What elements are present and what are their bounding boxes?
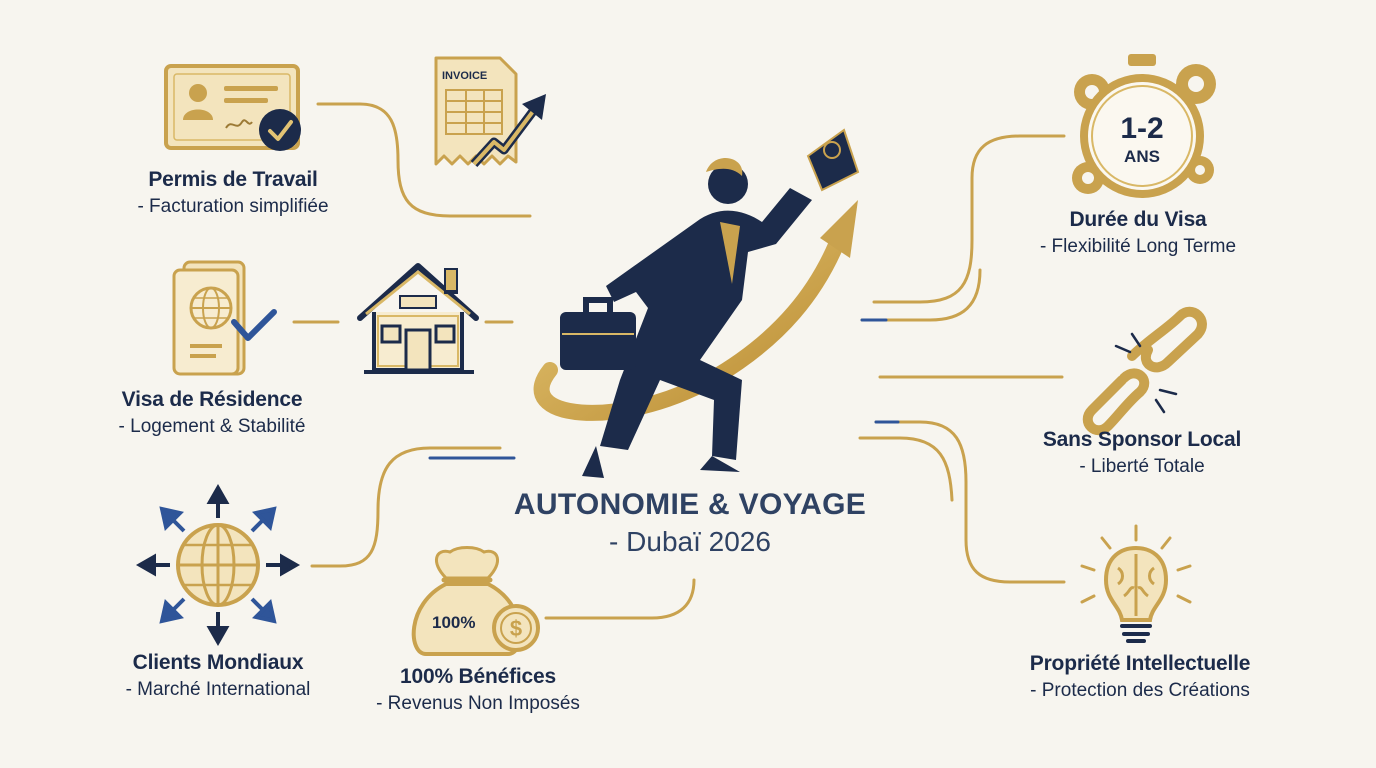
node-no-sponsor-title: Sans Sponsor Local bbox=[1042, 428, 1242, 451]
node-profits-title: 100% Bénéfices bbox=[400, 665, 556, 688]
growth-arrow-icon bbox=[470, 94, 546, 168]
center-node: AUTONOMIE & VOYAGE - Dubaï 2026 bbox=[480, 488, 900, 558]
house-icon bbox=[357, 263, 479, 374]
node-visa-duration-subtitle: - Flexibilité Long Terme bbox=[1039, 236, 1237, 257]
node-visa-duration: Durée du Visa - Flexibilité Long Terme bbox=[1006, 208, 1270, 258]
node-global-clients: Clients Mondiaux - Marché International bbox=[86, 651, 350, 701]
node-residence-visa-subtitle: - Logement & Stabilité bbox=[118, 416, 306, 437]
broken-chain-icon bbox=[1082, 306, 1207, 436]
node-visa-duration-title: Durée du Visa bbox=[1069, 208, 1207, 231]
invoice-icon: INVOICE bbox=[434, 56, 518, 166]
node-profits: 100% Bénéfices - Revenus Non Imposés bbox=[346, 665, 610, 715]
connectors bbox=[292, 102, 1066, 620]
node-global-clients-title: Clients Mondiaux bbox=[132, 651, 304, 674]
invoice-label: INVOICE bbox=[442, 70, 487, 82]
node-intellectual-property-subtitle: - Protection des Créations bbox=[1030, 680, 1250, 701]
node-no-sponsor-subtitle: - Liberté Totale bbox=[1079, 456, 1205, 477]
dollar-coin-icon: $ bbox=[492, 604, 540, 652]
connector-work-permit bbox=[316, 102, 532, 218]
globe-arrows-icon bbox=[135, 483, 301, 647]
node-global-clients-subtitle: - Marché International bbox=[125, 679, 311, 700]
node-work-permit-subtitle: - Facturation simplifiée bbox=[137, 196, 329, 217]
stopwatch-unit: ANS bbox=[1124, 147, 1160, 166]
node-residence-visa-title: Visa de Résidence bbox=[121, 388, 303, 411]
stopwatch-years: 1-2 bbox=[1120, 112, 1163, 145]
node-work-permit: Permis de Travail - Facturation simplifi… bbox=[100, 168, 366, 218]
stopwatch-icon: 1-2 ANS bbox=[1072, 54, 1216, 198]
check-badge-icon bbox=[259, 109, 301, 151]
node-no-sponsor: Sans Sponsor Local - Liberté Totale bbox=[1010, 428, 1274, 478]
node-work-permit-title: Permis de Travail bbox=[148, 168, 318, 191]
connector-ip-2 bbox=[858, 436, 954, 502]
money-bag-label: 100% bbox=[432, 613, 475, 632]
node-intellectual-property: Propriété Intellectuelle - Protection de… bbox=[990, 652, 1290, 702]
businessman-flying-icon bbox=[533, 128, 860, 478]
connector-visa-duration-2 bbox=[860, 268, 982, 322]
connector-visa-duration bbox=[872, 134, 1066, 304]
node-intellectual-property-title: Propriété Intellectuelle bbox=[1029, 652, 1251, 675]
connector-global-clients bbox=[310, 446, 502, 568]
center-title: AUTONOMIE & VOYAGE bbox=[513, 488, 867, 521]
center-subtitle: - Dubaï 2026 bbox=[609, 526, 771, 557]
connector-profits bbox=[544, 578, 696, 620]
svg-text:$: $ bbox=[510, 616, 522, 641]
checkmark-icon bbox=[231, 309, 277, 341]
connector-ip bbox=[874, 420, 1066, 584]
passport-icon bbox=[172, 260, 246, 376]
node-residence-visa: Visa de Résidence - Logement & Stabilité bbox=[78, 388, 346, 438]
lightbulb-brain-icon bbox=[1080, 524, 1192, 643]
node-profits-subtitle: - Revenus Non Imposés bbox=[376, 693, 580, 714]
